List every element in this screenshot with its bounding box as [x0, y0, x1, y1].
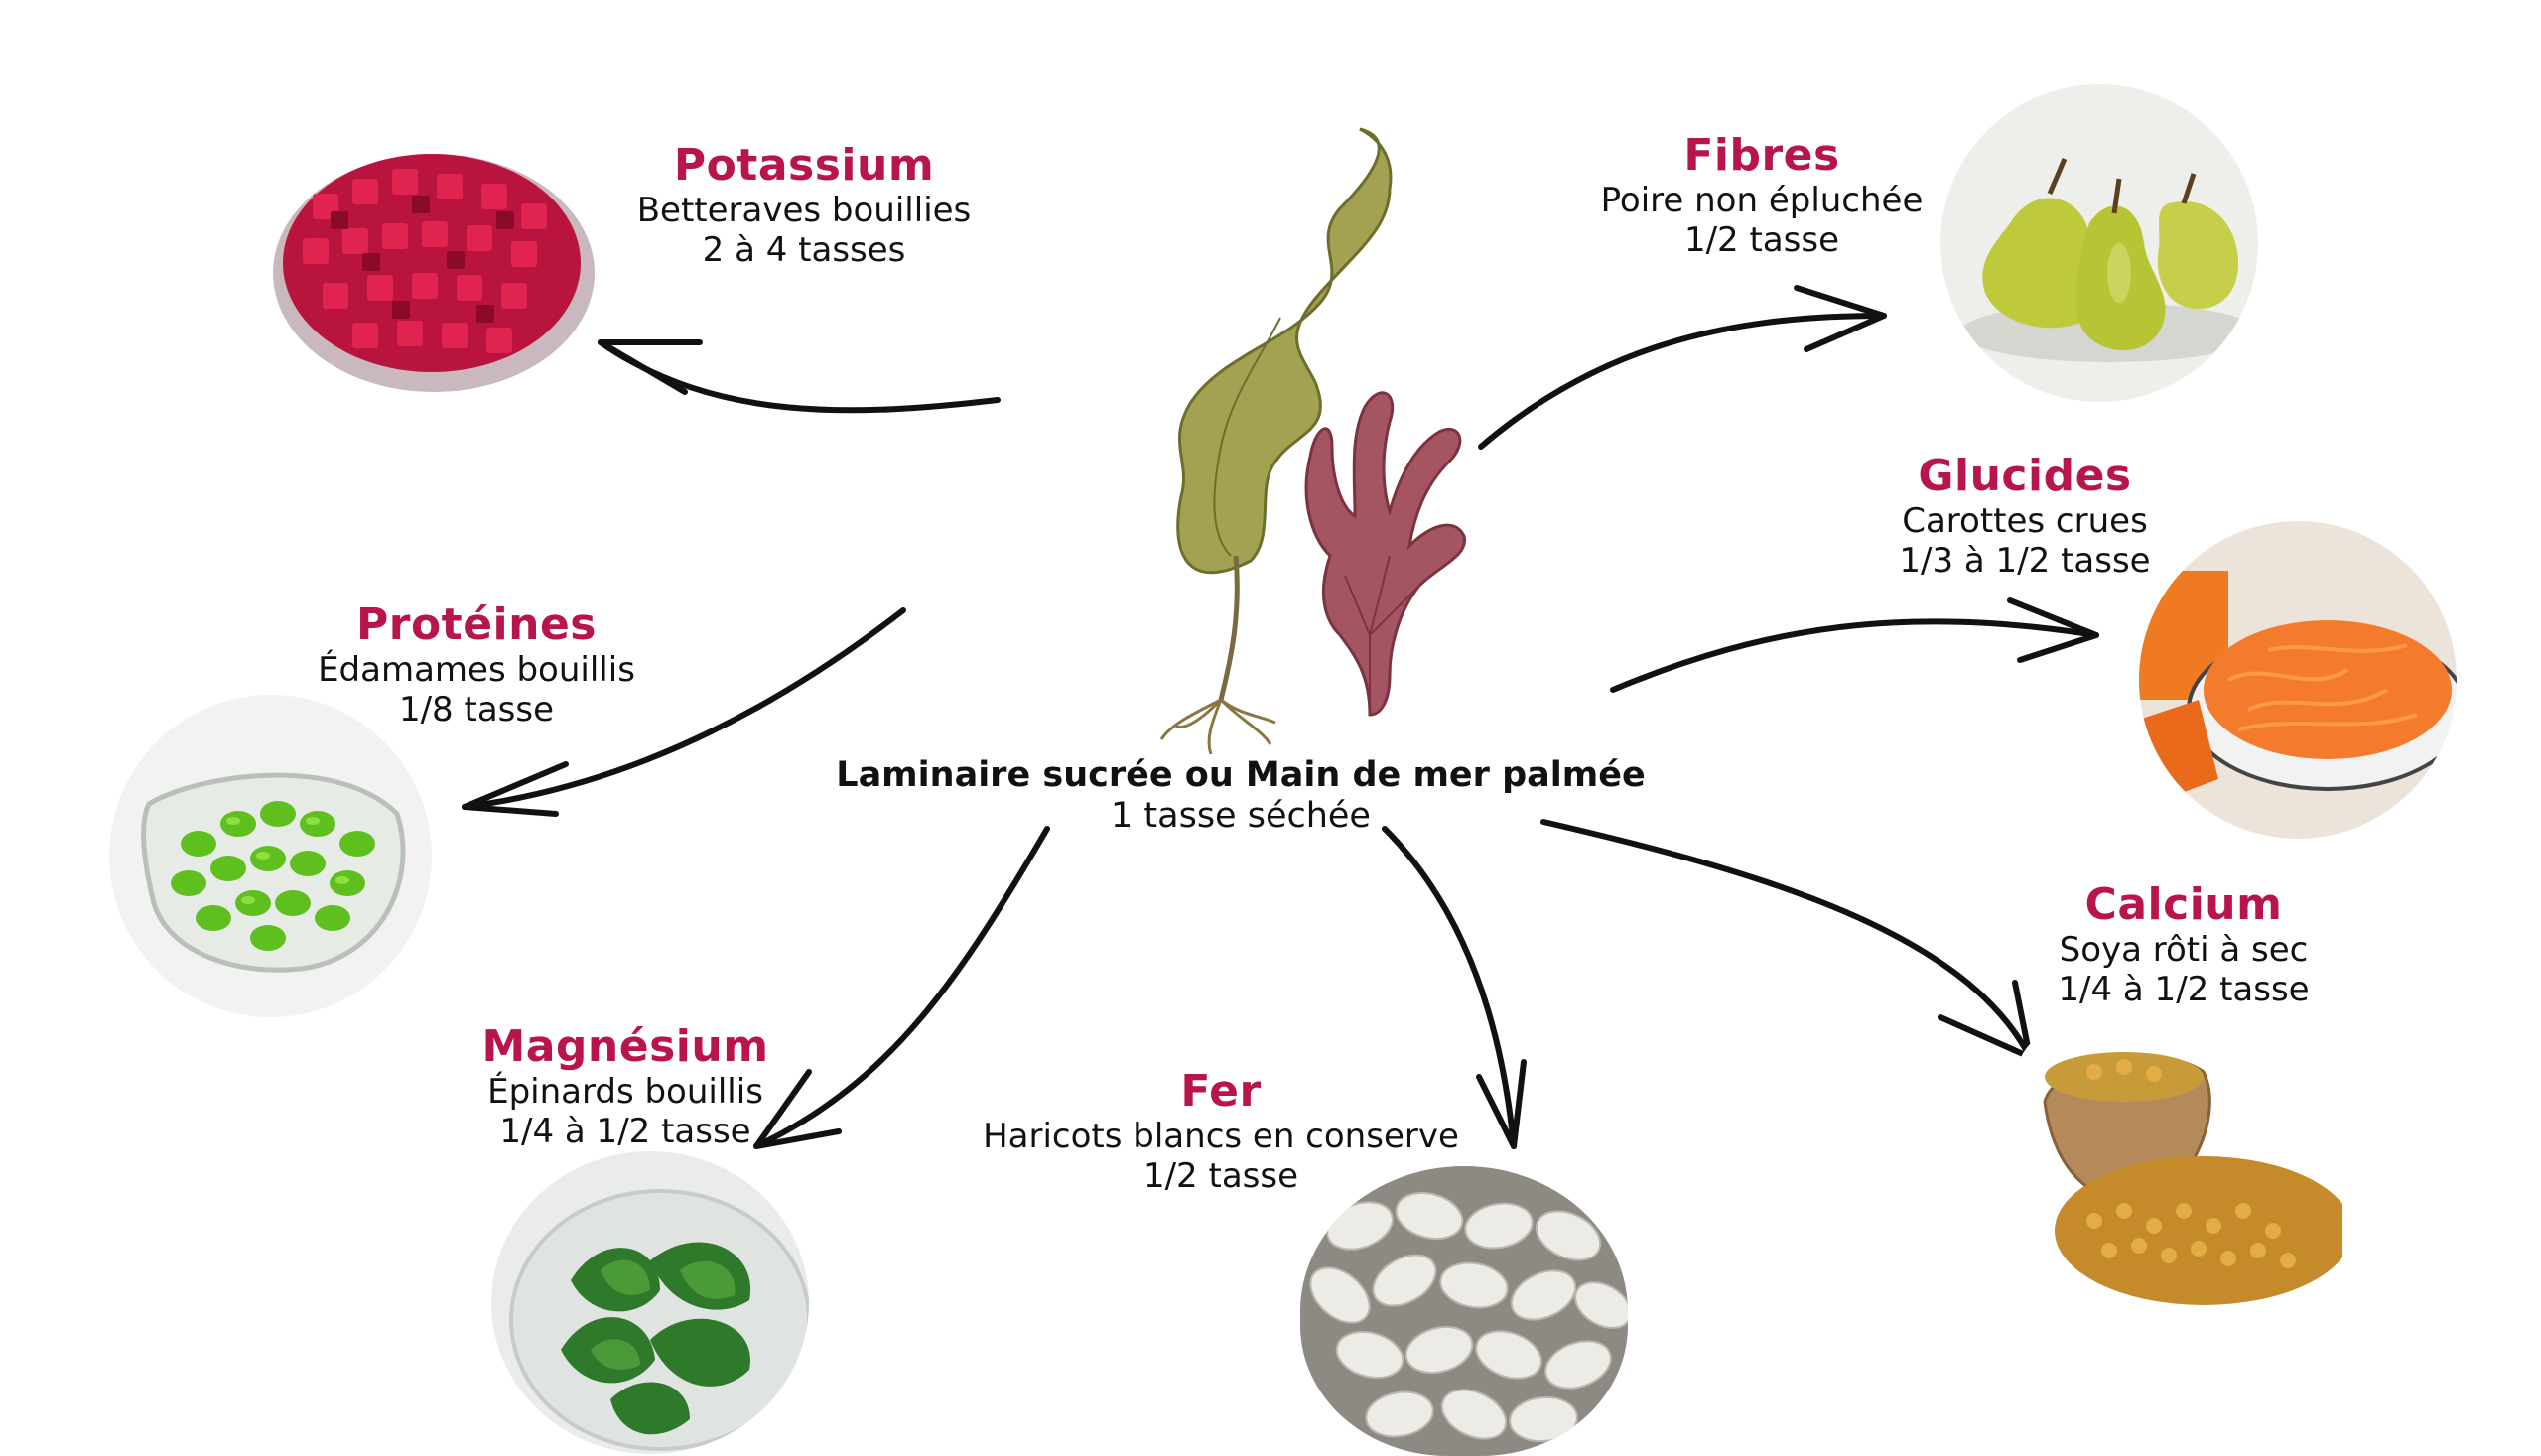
beets-photo — [273, 124, 596, 402]
nutrient-quantity: 1/8 tasse — [398, 690, 555, 729]
nutrient-magnesium: Magnésium Épinards bouillis 1/4 à 1/2 ta… — [427, 1021, 824, 1152]
arrow-to-fibres — [1478, 285, 1887, 450]
center-amount: 1 tasse séchée — [1111, 796, 1371, 836]
pears-photo — [1940, 84, 2258, 402]
arrow-to-calcium — [1540, 819, 2033, 1060]
nutrient-proteines: Protéines Édamames bouillis 1/8 tasse — [278, 599, 675, 730]
center-name: Laminaire sucrée ou Main de mer palmée — [836, 755, 1646, 795]
arrow-to-glucides — [1610, 597, 2099, 693]
nutrient-food: Édamames bouillis — [318, 650, 635, 690]
nutrient-potassium: Potassium Betteraves bouillies 2 à 4 tas… — [596, 140, 1012, 271]
nutrient-title: Fibres — [1683, 130, 1840, 181]
nutrient-title: Calcium — [2084, 879, 2283, 930]
nutrient-glucides: Glucides Carottes crues 1/3 à 1/2 tasse — [1816, 451, 2233, 582]
nutrient-quantity: 2 à 4 tasses — [702, 230, 906, 270]
spinach-photo — [491, 1151, 809, 1454]
nutrient-title: Glucides — [1918, 451, 2132, 501]
center-label: Laminaire sucrée ou Main de mer palmée 1… — [794, 754, 1687, 836]
edamame-photo — [109, 695, 432, 1017]
white-beans-photo — [1300, 1166, 1628, 1456]
kelp-icon — [1159, 127, 1393, 754]
nutrient-fibres: Fibres Poire non épluchée 1/2 tasse — [1548, 130, 1975, 261]
nutrient-food: Soya rôti à sec — [2059, 930, 2309, 970]
nutrient-quantity: 1/2 tasse — [1142, 1156, 1299, 1196]
grated-carrots-photo — [2139, 521, 2457, 839]
nutrient-calcium: Calcium Soya rôti à sec 1/4 à 1/2 tasse — [1985, 879, 2382, 1010]
nutrient-food: Betteraves bouillies — [636, 191, 972, 230]
nutrient-food: Haricots blancs en conserve — [983, 1117, 1459, 1156]
nutrient-food: Poire non épluchée — [1600, 181, 1924, 220]
nutrient-title: Protéines — [356, 599, 597, 650]
nutrient-title: Magnésium — [481, 1021, 769, 1072]
nutrient-title: Potassium — [673, 140, 935, 191]
arrow-to-proteines — [462, 607, 906, 817]
nutrient-food: Carottes crues — [1902, 501, 2148, 541]
nutrient-quantity: 1/4 à 1/2 tasse — [2058, 970, 2310, 1009]
arrow-to-potassium — [598, 339, 1001, 414]
nutrient-food: Épinards bouillis — [487, 1072, 763, 1112]
nutrient-quantity: 1/4 à 1/2 tasse — [499, 1112, 751, 1151]
nutrient-quantity: 1/2 tasse — [1683, 220, 1840, 260]
nutrient-quantity: 1/3 à 1/2 tasse — [1899, 541, 2151, 581]
nutrient-fer: Fer Haricots blancs en conserve 1/2 tass… — [923, 1066, 1519, 1197]
roasted-soy-photo — [2015, 1022, 2342, 1320]
nutrient-title: Fer — [1180, 1066, 1262, 1117]
seaweed-illustration — [1159, 127, 1466, 754]
dulse-icon — [1304, 391, 1466, 717]
arrow-to-magnesium — [753, 826, 1050, 1149]
arrow-to-fer — [1382, 826, 1527, 1149]
